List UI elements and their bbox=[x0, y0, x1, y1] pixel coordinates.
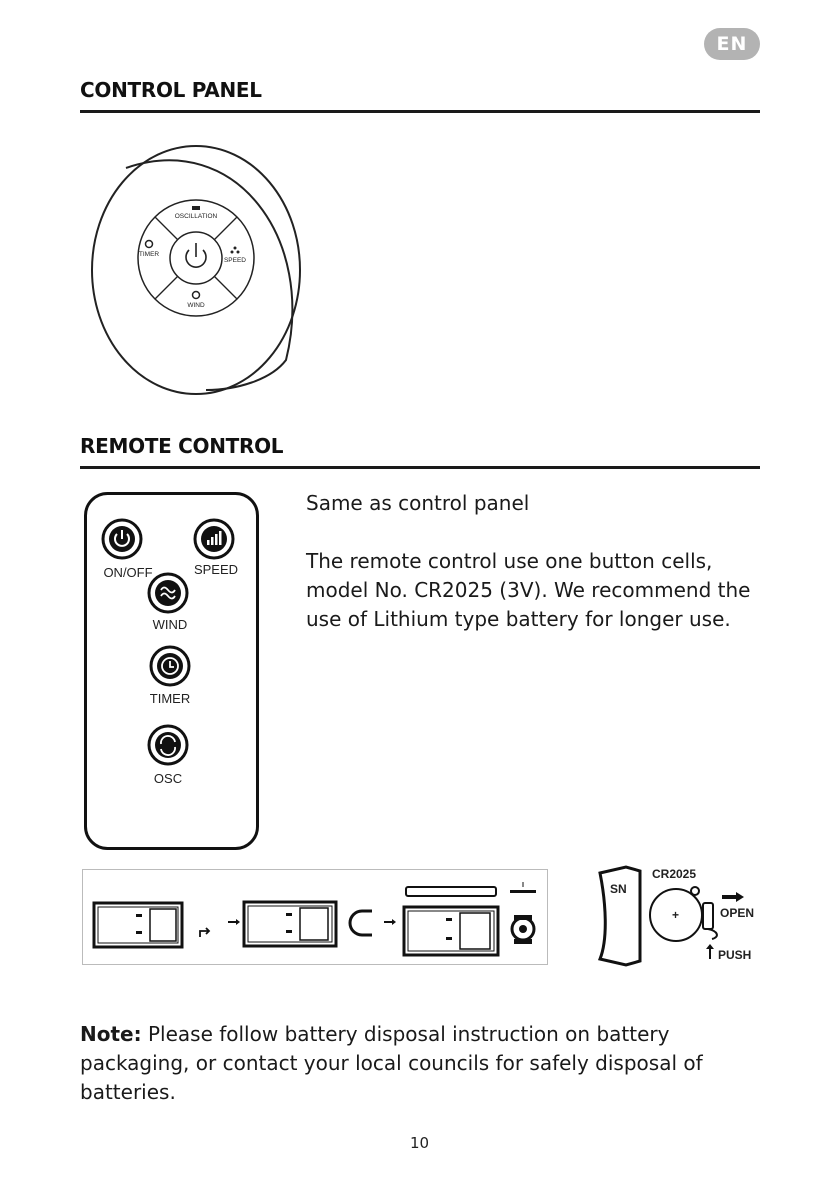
remote-control-rule bbox=[80, 466, 760, 469]
coin-cell-icon bbox=[510, 882, 536, 944]
remote-on-off-button[interactable] bbox=[101, 518, 143, 560]
cr2025-label: CR2025 bbox=[652, 867, 696, 881]
remote-body bbox=[84, 492, 259, 850]
oscillation-label: OSCILLATION bbox=[175, 213, 218, 220]
remote-back-step-2 bbox=[242, 900, 338, 948]
remote-battery-text: The remote control use one button cells,… bbox=[306, 547, 766, 634]
remote-same-as-text: Same as control panel bbox=[306, 491, 530, 515]
sn-label: SN bbox=[610, 882, 627, 896]
battery-clip-icon bbox=[348, 909, 363, 937]
wind-label: WIND bbox=[187, 302, 205, 309]
plus-sign: + bbox=[672, 908, 679, 922]
battery-text-line-3: use of Lithium type battery for longer u… bbox=[306, 607, 731, 631]
note-line-3: batteries. bbox=[80, 1080, 176, 1104]
on-off-label: ON/OFF bbox=[103, 565, 152, 580]
open-label: OPEN bbox=[720, 906, 754, 920]
battery-latch bbox=[702, 902, 714, 930]
control-panel-rule bbox=[80, 110, 760, 113]
page-number: 10 bbox=[409, 1134, 430, 1152]
power-icon bbox=[185, 243, 207, 268]
battery-holder-diagram: SN CR2025 + OPEN PUSH bbox=[596, 863, 766, 969]
power-button[interactable] bbox=[169, 231, 223, 285]
speed-icon bbox=[230, 246, 240, 254]
timer-icon bbox=[144, 239, 154, 249]
arrow-icon bbox=[199, 930, 208, 937]
remote-control-title: REMOTE CONTROL bbox=[80, 434, 284, 458]
wind-icon bbox=[191, 290, 201, 300]
remote-back-step-3 bbox=[402, 886, 500, 957]
speed-label: SPEED bbox=[224, 257, 246, 264]
note-label: Note: bbox=[80, 1022, 142, 1046]
note-text-1: Please follow battery disposal instructi… bbox=[141, 1022, 670, 1046]
note-line-1: Note: Please follow battery disposal ins… bbox=[80, 1020, 770, 1049]
control-ring bbox=[137, 199, 255, 317]
control-panel-title: CONTROL PANEL bbox=[80, 78, 262, 102]
note-line-2: packaging, or contact your local council… bbox=[80, 1051, 703, 1075]
remote-control-illustration: ON/OFF SPEED WIND TIMER bbox=[84, 492, 259, 852]
oscillation-icon bbox=[192, 206, 200, 210]
remote-osc-button[interactable] bbox=[147, 724, 189, 766]
control-panel-body-outer bbox=[91, 145, 301, 395]
remote-timer-button[interactable] bbox=[149, 645, 191, 687]
remote-wind-button[interactable] bbox=[147, 572, 189, 614]
battery-disposal-note: Note: Please follow battery disposal ins… bbox=[80, 1020, 770, 1107]
push-label: PUSH bbox=[718, 948, 751, 962]
battery-holder-body bbox=[597, 865, 642, 967]
remote-back-step-1 bbox=[92, 901, 184, 949]
timer-label: TIMER bbox=[150, 691, 190, 706]
battery-sequence-diagram bbox=[82, 869, 548, 965]
speed-label: SPEED bbox=[194, 562, 238, 577]
control-panel-illustration: OSCILLATION TIMER SPEED WIND bbox=[86, 140, 306, 400]
battery-text-line-2: model No. CR2025 (3V). We recommend the bbox=[306, 578, 751, 602]
timer-label: TIMER bbox=[139, 251, 160, 258]
osc-label: OSC bbox=[154, 771, 182, 786]
language-badge: EN bbox=[704, 28, 760, 60]
remote-speed-button[interactable] bbox=[193, 518, 235, 560]
control-panel-body-rim bbox=[125, 159, 294, 391]
wind-label: WIND bbox=[153, 617, 188, 632]
battery-text-line-1: The remote control use one button cells, bbox=[306, 549, 713, 573]
